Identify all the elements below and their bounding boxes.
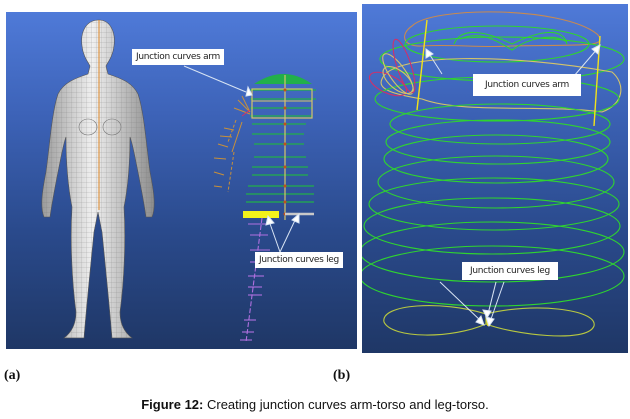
torso-contours <box>362 11 625 337</box>
caption-text: Creating junction curves arm-torso and l… <box>203 397 489 412</box>
panel-a-image: Junction curves arm Junction curves leg <box>6 12 357 349</box>
callout-junction-leg-b: Junction curves leg <box>462 262 558 280</box>
panel-b-drawing <box>362 11 625 337</box>
arm-skeleton <box>213 95 251 193</box>
body-mesh <box>41 19 155 339</box>
leg-junction-left <box>243 211 279 218</box>
panel-b-image: Junction curves arm Junction curves leg <box>362 4 628 353</box>
leg-skeleton <box>240 217 270 343</box>
callout-junction-leg-a: Junction curves leg <box>255 252 343 268</box>
callout-junction-arm-b: Junction curves arm <box>473 74 582 96</box>
panel-b-label: (b) <box>333 368 351 383</box>
figure-number: Figure 12: <box>141 397 204 412</box>
torso-skeleton <box>243 74 316 220</box>
callout-junction-arm-a: Junction curves arm <box>132 49 225 65</box>
callout-arrows-b <box>425 44 601 328</box>
panel-a-label: (a) <box>4 368 21 383</box>
arm-junction-loops <box>368 38 416 97</box>
panel-a-drawing <box>41 19 316 343</box>
callout-arrows-a <box>183 65 300 253</box>
figure-caption: Figure 12: Creating junction curves arm-… <box>0 397 630 412</box>
